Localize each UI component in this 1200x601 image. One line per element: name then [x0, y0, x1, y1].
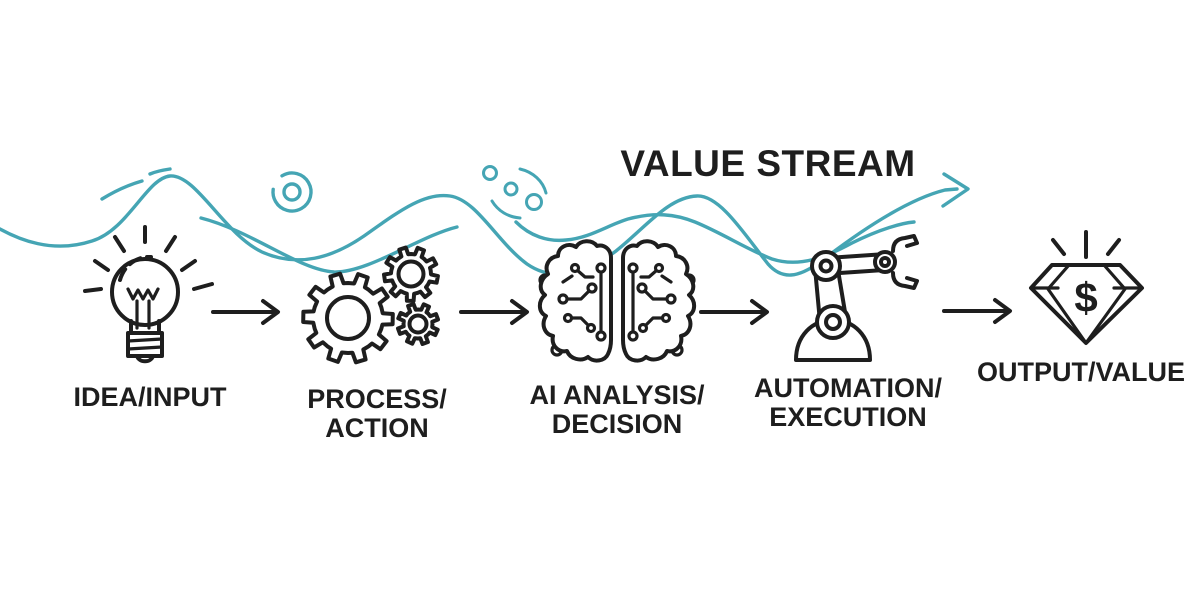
- gears-icon: [301, 245, 440, 365]
- gear-large: [301, 271, 395, 365]
- robot-arm-icon: [794, 234, 919, 362]
- stage-label-idea-input: IDEA/INPUT: [0, 383, 300, 412]
- dollar-symbol: $: [1074, 274, 1097, 321]
- stream-secondary-wave: [199, 216, 459, 274]
- circuit-brain-icon: [537, 239, 697, 363]
- gear-medium: [382, 245, 440, 303]
- flow-arrow-icon: [211, 299, 280, 325]
- stage-label-line: AI ANALYSIS/: [529, 380, 705, 410]
- stage-label-line: OUTPUT/VALUE: [977, 357, 1185, 387]
- stage-label-line: PROCESS/: [307, 384, 447, 414]
- stage-label-line: EXECUTION: [769, 402, 927, 432]
- stream-main-wave: [0, 174, 959, 277]
- diagram-title: VALUE STREAM: [620, 143, 916, 184]
- stream-dash-icon: [100, 179, 144, 201]
- diamond-dollar-icon: $: [1029, 230, 1144, 345]
- gear-small: [396, 302, 440, 346]
- value-stream-wave: [0, 165, 970, 277]
- stage-label-automation-execution: AUTOMATION/ EXECUTION: [698, 374, 998, 432]
- flow-arrow-icon: [942, 298, 1012, 324]
- stage-label-line: AUTOMATION/: [754, 373, 942, 403]
- stage-label-output-value: OUTPUT/VALUE: [931, 358, 1200, 387]
- stage-label-process-action: PROCESS/ ACTION: [227, 385, 527, 443]
- stream-arrow-icon: [941, 172, 970, 208]
- flow-arrows: [211, 298, 1012, 325]
- lightbulb-icon: [83, 225, 214, 364]
- stream-secondary-wave: [514, 213, 916, 264]
- stream-dash-icon: [148, 167, 172, 176]
- flow-arrow-icon: [459, 299, 529, 325]
- stream-ring-icon: [271, 171, 313, 213]
- flow-arrow-icon: [699, 299, 769, 325]
- stage-label-line: IDEA/INPUT: [73, 382, 227, 412]
- stage-label-line: DECISION: [551, 409, 683, 439]
- stage-label-line: ACTION: [325, 413, 429, 443]
- stream-bubbles-icon: [482, 165, 548, 220]
- stage-label-ai-analysis-decision: AI ANALYSIS/ DECISION: [467, 381, 767, 439]
